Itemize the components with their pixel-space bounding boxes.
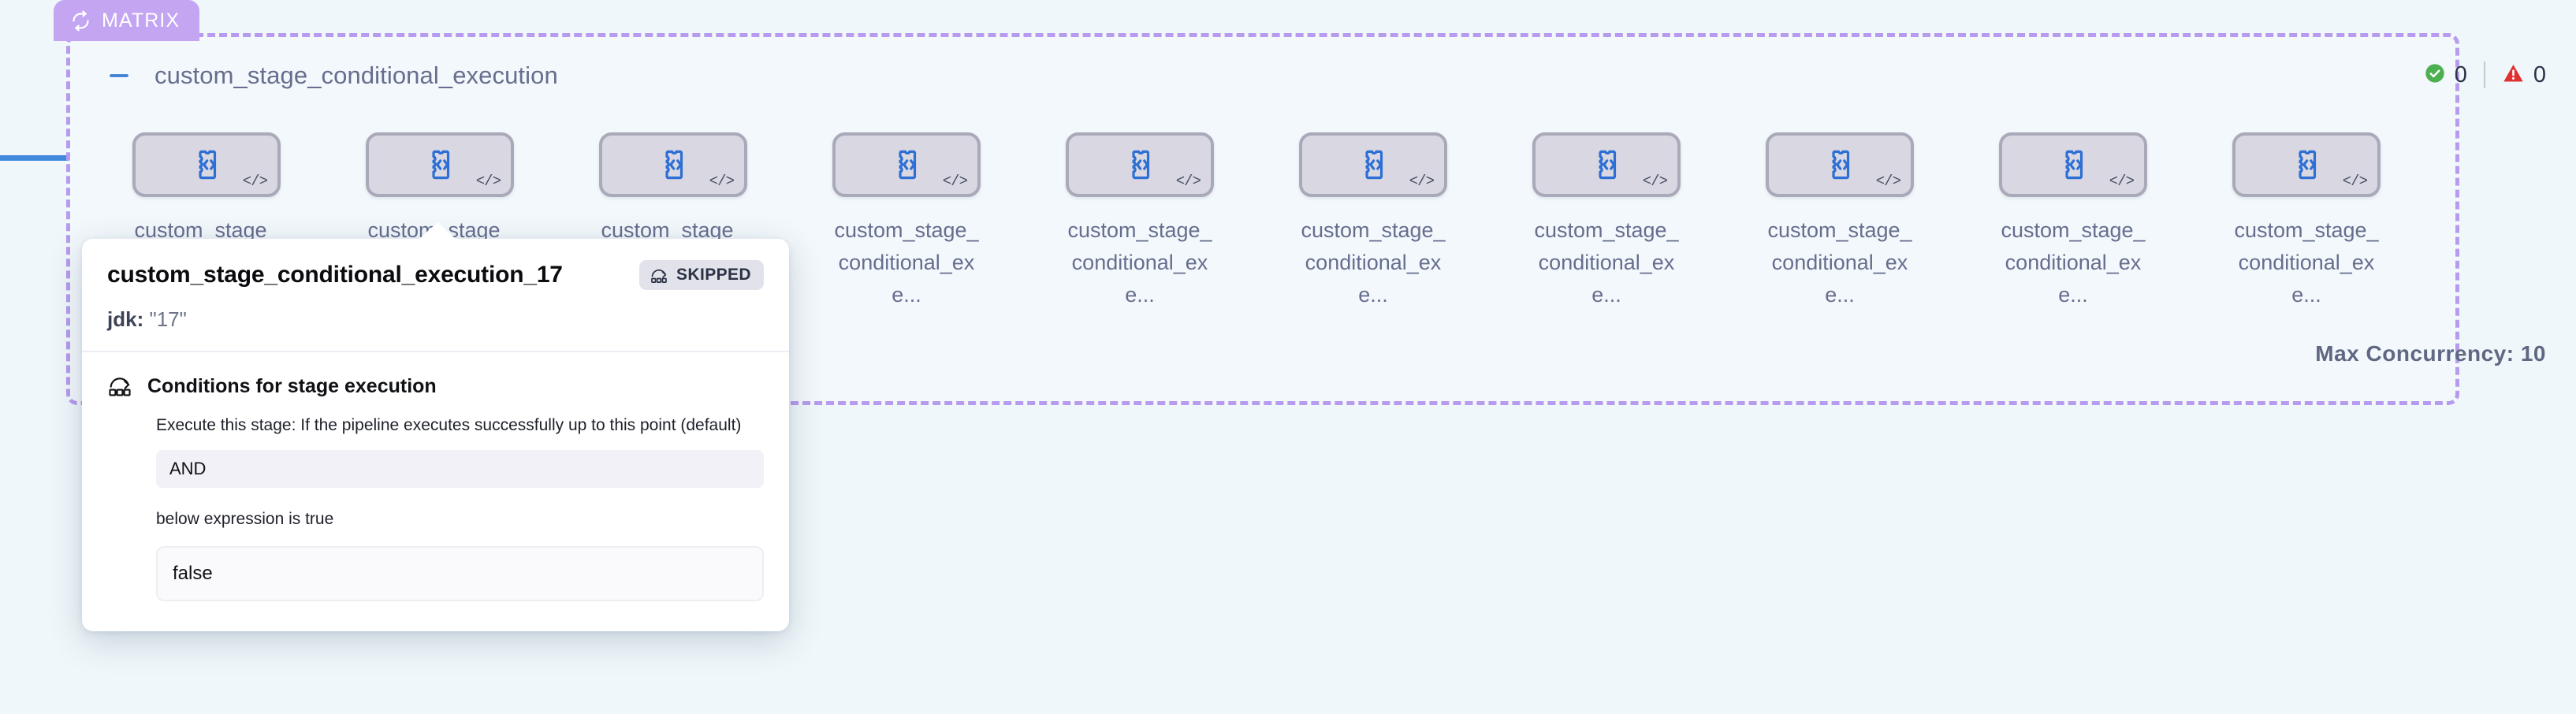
stage-node[interactable]: </> custom_stage_conditional_exe... [1999, 132, 2147, 311]
stage-node-box[interactable]: </> [1766, 132, 1914, 197]
matrix-badge[interactable]: MATRIX [54, 0, 200, 41]
status-badge: SKIPPED [639, 260, 764, 290]
plugin-code-icon [1122, 147, 1157, 182]
incoming-connector-line [0, 155, 69, 161]
status-counters: 0 0 [2424, 61, 2546, 88]
stage-tooltip-popup: custom_stage_conditional_execution_17 SK… [82, 222, 789, 632]
code-brackets-icon: </> [475, 173, 501, 190]
stage-node-label: custom_stage_conditional_exe... [2001, 218, 2146, 307]
code-brackets-icon: </> [2109, 173, 2135, 190]
stage-node-box[interactable]: </> [366, 132, 514, 197]
tooltip-header: custom_stage_conditional_execution_17 SK… [82, 239, 789, 352]
stage-node-box[interactable]: </> [1066, 132, 1214, 197]
max-concurrency-label: Max Concurrency: 10 [2315, 341, 2546, 366]
stage-node[interactable]: </> custom_stage_conditional_exe... [1299, 132, 1447, 311]
plugin-code-icon [189, 147, 224, 182]
code-brackets-icon: </> [1409, 173, 1435, 190]
plugin-code-icon [1822, 147, 1857, 182]
stage-node-label: custom_stage_conditional_exe... [1767, 218, 1912, 307]
plugin-code-icon [2056, 147, 2090, 182]
success-count: 0 [2454, 61, 2467, 87]
group-header: custom_stage_conditional_execution [107, 61, 558, 90]
code-brackets-icon: </> [1175, 173, 1201, 190]
conditions-subtitle: Execute this stage: If the pipeline exec… [156, 416, 742, 434]
plugin-code-icon [656, 147, 691, 182]
status-divider [2483, 61, 2485, 88]
success-status: 0 [2424, 62, 2467, 88]
matrix-badge-label: MATRIX [102, 9, 181, 32]
code-brackets-icon: </> [1642, 173, 1668, 190]
tooltip-meta: jdk: "17" [107, 307, 764, 332]
skip-icon [650, 266, 668, 284]
stage-node-box[interactable]: </> [599, 132, 747, 197]
expression-note: below expression is true [156, 510, 334, 529]
conditions-header: Conditions for stage execution [107, 374, 764, 398]
code-brackets-icon: </> [1875, 173, 1901, 190]
group-title: custom_stage_conditional_execution [154, 61, 558, 89]
plugin-code-icon [889, 147, 924, 182]
stage-node-box[interactable]: </> [832, 132, 981, 197]
stage-node-box[interactable]: </> [1999, 132, 2147, 197]
stage-node-label: custom_stage_conditional_exe... [2234, 218, 2379, 307]
expression-value-box: false [156, 546, 764, 602]
code-brackets-icon: </> [2342, 173, 2368, 190]
stage-node-box[interactable]: </> [2232, 132, 2381, 197]
operator-field: AND [156, 450, 764, 489]
tooltip-meta-value: "17" [149, 307, 187, 331]
conditions-title: Conditions for stage execution [147, 374, 437, 397]
plugin-code-icon [1589, 147, 1624, 182]
code-brackets-icon: </> [709, 173, 735, 190]
code-brackets-icon: </> [942, 173, 968, 190]
minus-icon[interactable] [107, 64, 131, 87]
warning-triangle-icon [2502, 62, 2525, 88]
plugin-code-icon [423, 147, 457, 182]
check-circle-icon [2424, 62, 2446, 88]
error-status: 0 [2502, 62, 2546, 88]
tooltip-body: Conditions for stage execution Execute t… [82, 352, 789, 631]
tooltip-arrow [419, 222, 456, 240]
stage-node-label: custom_stage_conditional_exe... [1067, 218, 1212, 307]
tooltip-meta-key: jdk: [107, 307, 144, 331]
loop-icon [70, 10, 91, 32]
stage-node-box[interactable]: </> [132, 132, 281, 197]
status-badge-label: SKIPPED [676, 266, 751, 284]
code-brackets-icon: </> [242, 173, 268, 190]
stage-node[interactable]: </> custom_stage_conditional_exe... [1532, 132, 1681, 311]
tooltip-title: custom_stage_conditional_execution_17 [107, 262, 563, 288]
error-count: 0 [2533, 61, 2546, 87]
stage-node-box[interactable]: </> [1299, 132, 1447, 197]
plugin-code-icon [2289, 147, 2324, 182]
stage-node-label: custom_stage_conditional_exe... [834, 218, 979, 307]
stage-node[interactable]: </> custom_stage_conditional_exe... [832, 132, 981, 311]
stage-node[interactable]: </> custom_stage_conditional_exe... [1766, 132, 1914, 311]
plugin-code-icon [1356, 147, 1390, 182]
stage-node[interactable]: </> custom_stage_conditional_exe... [2232, 132, 2381, 311]
stage-node[interactable]: </> custom_stage_conditional_exe... [1066, 132, 1214, 311]
skip-conditions-icon [107, 374, 132, 398]
stage-node-label: custom_stage_conditional_exe... [1301, 218, 1446, 307]
stage-node-label: custom_stage_conditional_exe... [1534, 218, 1679, 307]
stage-node-box[interactable]: </> [1532, 132, 1681, 197]
